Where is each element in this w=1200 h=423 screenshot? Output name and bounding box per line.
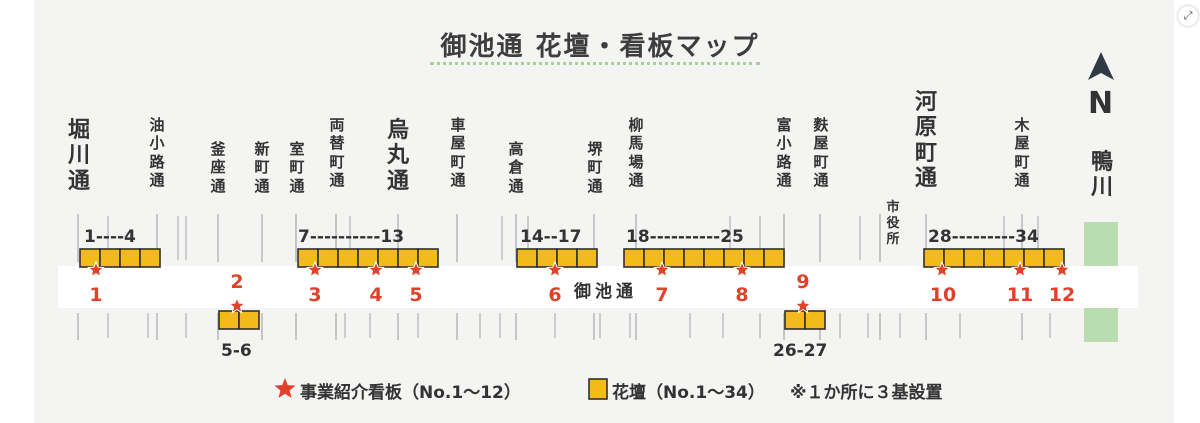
signboard-star-icon: [306, 260, 324, 278]
flowerbed: [556, 248, 578, 268]
flowerbed: [317, 248, 339, 268]
expand-icon[interactable]: ⤢: [1178, 6, 1198, 26]
signboard-star-icon: [546, 260, 564, 278]
flowerbed: [576, 248, 598, 268]
legend-bed-icon: [588, 378, 608, 400]
flowerbed: [417, 248, 439, 268]
street-label: 釜 座 通: [210, 140, 226, 195]
signboard-star-icon: [1053, 260, 1071, 278]
flowerbed: [99, 248, 121, 268]
road-name-label: 御池通: [574, 282, 637, 302]
street-label: 新 町 通: [254, 140, 270, 195]
street-label: 油 小 路 通: [149, 116, 165, 189]
flowerbed: [763, 248, 785, 268]
signboard-number: 6: [548, 284, 562, 306]
signboard-number: 10: [929, 284, 957, 306]
signboard-star-icon: [367, 260, 385, 278]
signboard-number: 8: [735, 284, 749, 306]
signboard-number: 12: [1048, 284, 1076, 306]
flowerbed-range-label: 26-27: [773, 341, 828, 361]
flowerbed: [337, 248, 359, 268]
street-label: 河 原 町 通: [914, 90, 937, 191]
flowerbed: [784, 310, 806, 330]
legend-star-icon: [274, 378, 296, 398]
signboard-star-icon: [87, 260, 105, 278]
map-panel: [34, 0, 1174, 423]
street-label: 烏 丸 通: [386, 118, 409, 194]
signboard-number: 2: [230, 271, 244, 293]
flowerbed: [1043, 248, 1065, 268]
flowerbed: [1023, 248, 1045, 268]
flowerbed-range-label: 1----4: [84, 227, 136, 247]
signboard-number: 11: [1006, 284, 1034, 306]
street-label: 富 小 路 通: [776, 116, 792, 189]
map-title: 御池通 花壇・看板マップ: [440, 32, 760, 62]
street-label: 市 役 所: [886, 200, 900, 247]
flowerbed: [623, 248, 645, 268]
flowerbed: [703, 248, 725, 268]
street-label: 両 替 町 通: [329, 116, 345, 189]
flowerbed: [139, 248, 161, 268]
flowerbed: [663, 248, 685, 268]
flowerbed: [963, 248, 985, 268]
signboard-star-icon: [933, 260, 951, 278]
flowerbed: [377, 248, 399, 268]
signboard-number: 9: [796, 271, 810, 293]
signboard-number: 3: [308, 284, 322, 306]
signboard-number: 1: [89, 284, 103, 306]
flowerbed: [943, 248, 965, 268]
north-arrow-icon: [1088, 52, 1114, 80]
signboard-number: 5: [409, 284, 423, 306]
signboard-star-icon: [653, 260, 671, 278]
flowerbed-range-label: 28---------34: [928, 227, 1039, 247]
street-label: 高 倉 通: [508, 140, 524, 195]
street-label: 麩 屋 町 通: [813, 116, 829, 189]
signboard-star-icon: [733, 260, 751, 278]
street-label: 柳 馬 場 通: [628, 116, 644, 189]
signboard-star-icon: [1011, 260, 1029, 278]
signboard-number: 4: [369, 284, 383, 306]
signboard-star-icon: [794, 296, 812, 314]
street-label: 堺 町 通: [587, 140, 603, 195]
signboard-star-icon: [228, 296, 246, 314]
legend-star-text: 事業紹介看板（No.1〜12）: [300, 383, 521, 403]
flowerbed: [743, 248, 765, 268]
flowerbed: [238, 310, 260, 330]
flowerbed: [804, 310, 826, 330]
signboard-number: 7: [655, 284, 669, 306]
title-underline: [430, 62, 760, 65]
street-label: 室 町 通: [289, 140, 305, 195]
legend-note-text: ※１か所に３基設置: [790, 383, 943, 403]
flowerbed: [218, 310, 240, 330]
north-label: N: [1088, 86, 1114, 121]
flowerbed-range-label: 18----------25: [626, 227, 744, 247]
flowerbed-range-label: 14--17: [520, 227, 582, 247]
street-label: 車 屋 町 通: [450, 116, 466, 189]
flowerbed: [516, 248, 538, 268]
legend-bed-text: 花壇（No.1〜34）: [612, 383, 765, 403]
flowerbed-range-label: 5-6: [221, 341, 252, 361]
flowerbed: [683, 248, 705, 268]
street-label: 鴨 川: [1090, 150, 1113, 201]
flowerbed: [983, 248, 1005, 268]
signboard-star-icon: [407, 260, 425, 278]
flowerbed: [119, 248, 141, 268]
street-label: 木 屋 町 通: [1014, 116, 1030, 189]
flowerbed-range-label: 7----------13: [298, 227, 405, 247]
street-label: 堀 川 通: [67, 118, 90, 194]
